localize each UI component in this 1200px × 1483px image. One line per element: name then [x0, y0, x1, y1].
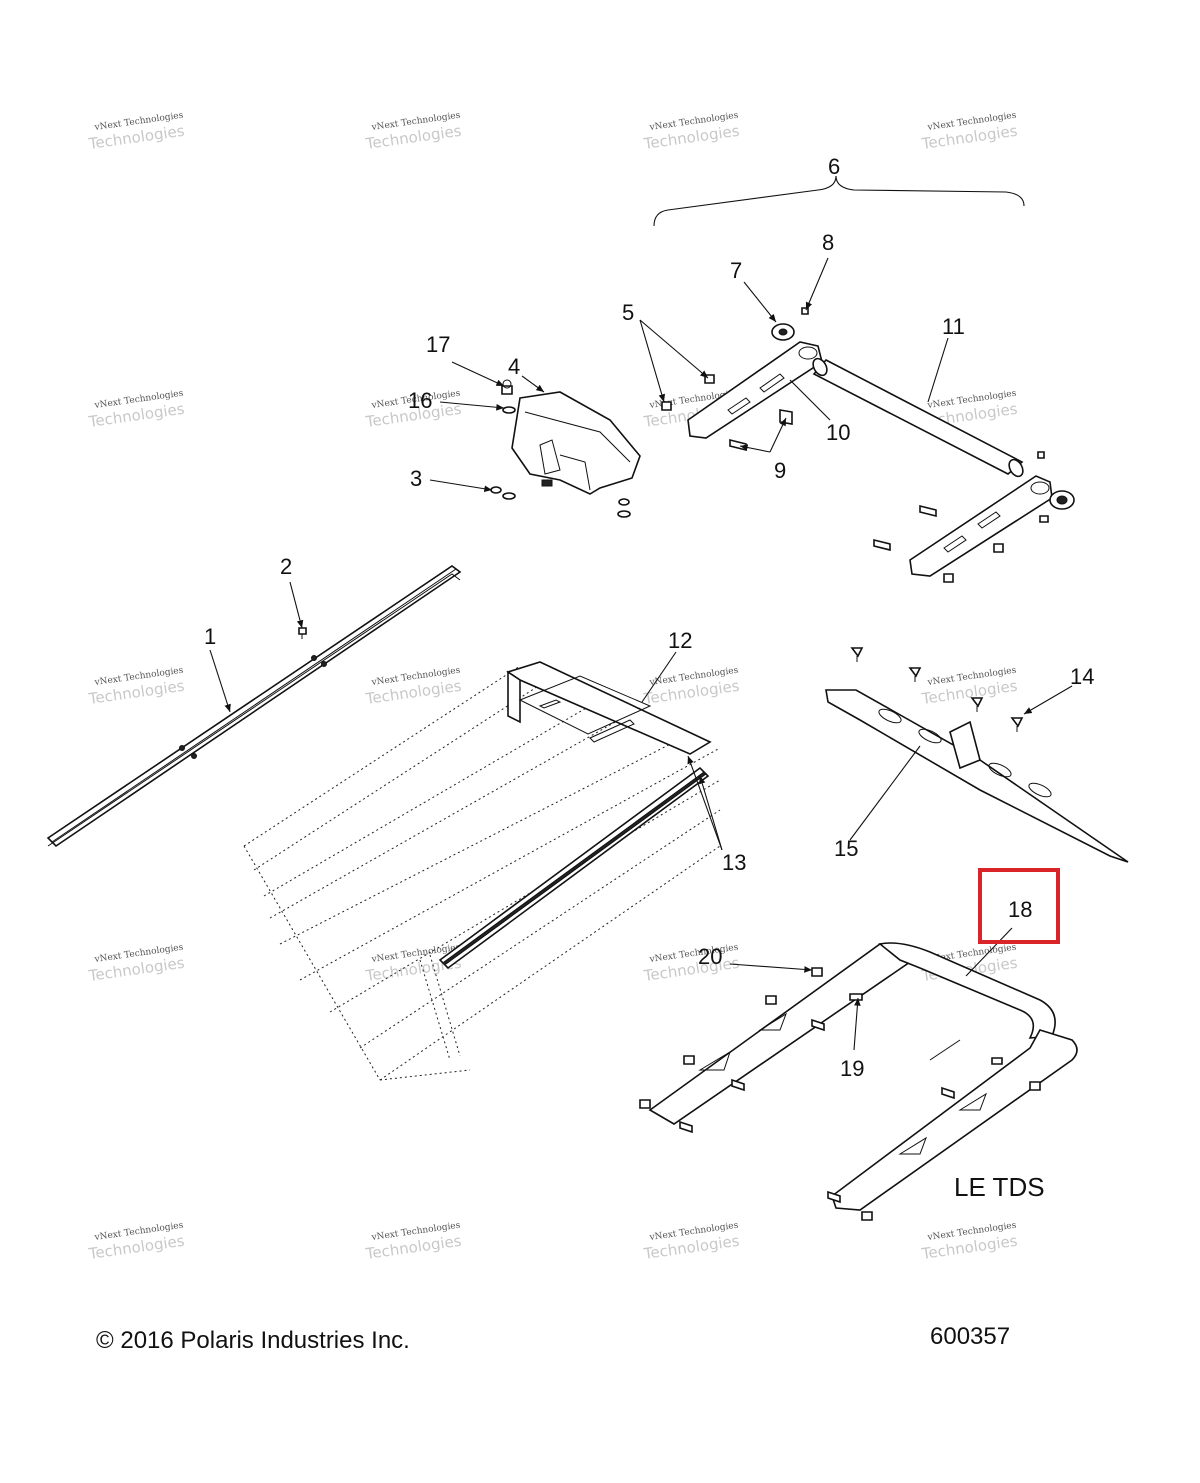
callout-6[interactable]: 6: [828, 154, 840, 179]
nuts-part-20: [639, 967, 1041, 1221]
arm-part-10: [687, 341, 823, 439]
callout-9[interactable]: 9: [774, 458, 786, 483]
callout-20[interactable]: 20: [698, 944, 722, 969]
callout-13[interactable]: 13: [722, 850, 746, 875]
callout-15[interactable]: 15: [834, 836, 858, 861]
screw-part-8: [801, 307, 809, 315]
callout-12[interactable]: 12: [668, 628, 692, 653]
callout-11[interactable]: 11: [942, 314, 965, 339]
callout-2[interactable]: 2: [280, 554, 292, 579]
callout-4[interactable]: 4: [508, 354, 520, 379]
callout-10[interactable]: 10: [826, 420, 850, 445]
callout-16[interactable]: 16: [408, 388, 432, 413]
bracket-assembly-6: [653, 175, 1025, 227]
callout-8[interactable]: 8: [822, 230, 834, 255]
plate-part-15: [825, 689, 1129, 863]
housing-part-4: [511, 391, 641, 495]
callout-17[interactable]: 17: [426, 332, 450, 357]
screw-part-14: [850, 647, 1024, 732]
clamp-strip-13: [438, 766, 710, 970]
bolts-part-19: [679, 993, 1003, 1204]
callout-3[interactable]: 3: [410, 466, 422, 491]
callout-labels: 1 2 3 4 5 6 7 8 9 10 11 12 13 14 15 16 1…: [204, 154, 1094, 1081]
arm-right-assembly: [873, 451, 1075, 583]
bushing-part-7: [771, 323, 795, 341]
rack-part-18: [648, 942, 1078, 1211]
rail-part-1: [46, 565, 462, 848]
leader-lines: [209, 257, 1073, 1051]
copyright-text: © 2016 Polaris Industries Inc.: [96, 1327, 410, 1354]
bracket-part-12: [506, 661, 712, 755]
diagram-number: 600357: [930, 1323, 1010, 1350]
variant-label: LE TDS: [954, 1172, 1045, 1202]
housing-hardware: [617, 498, 631, 518]
washer-part-16: [502, 406, 516, 414]
highlight-box-18: [978, 868, 1060, 944]
callout-19[interactable]: 19: [840, 1056, 864, 1081]
deck-floor: [243, 665, 721, 1081]
fastener-part-3: [490, 486, 516, 500]
callout-1[interactable]: 1: [204, 624, 216, 649]
callout-18[interactable]: 18: [1008, 897, 1032, 922]
nut-part-17: [501, 379, 513, 395]
callout-14[interactable]: 14: [1070, 664, 1094, 689]
tube-part-11: [812, 357, 1024, 478]
callout-5[interactable]: 5: [622, 300, 634, 325]
callout-7[interactable]: 7: [730, 258, 742, 283]
screw-part-2: [298, 627, 307, 639]
